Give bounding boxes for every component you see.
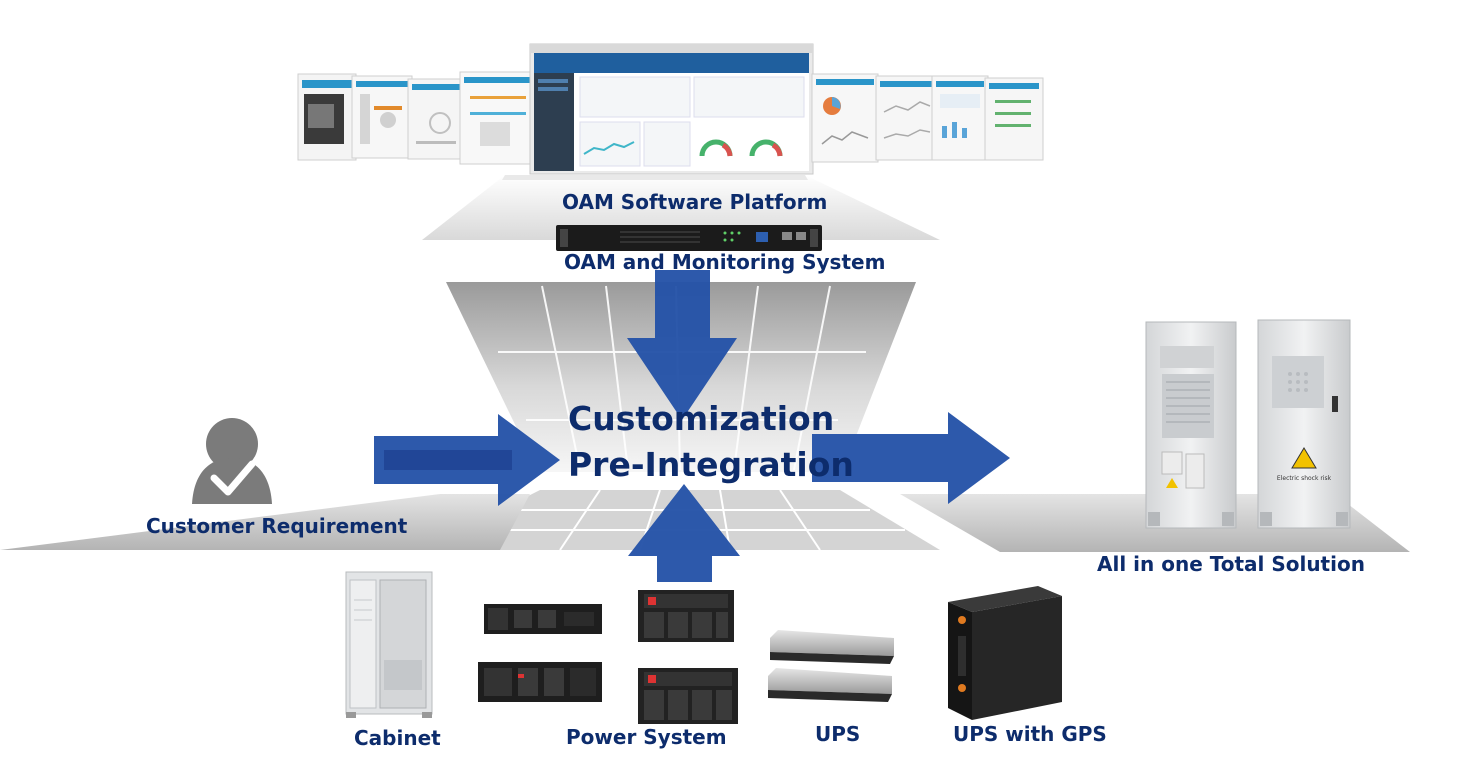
- label-oam-software-platform: OAM Software Platform: [562, 190, 828, 214]
- software-screens: [297, 43, 1044, 175]
- label-total-solution: All in one Total Solution: [1097, 552, 1365, 576]
- enclosure-left: [1145, 321, 1237, 529]
- arrow-right-output: [812, 412, 1010, 504]
- arrows: [374, 270, 1010, 582]
- ups-gps-image: [948, 586, 1062, 720]
- label-power-system: Power System: [566, 725, 727, 749]
- ups-images: [768, 630, 894, 702]
- arrow-up: [628, 484, 740, 582]
- enclosure-warning-text: Electric shock risk: [1277, 475, 1332, 482]
- monitoring-rack-unit: [556, 225, 822, 251]
- label-cabinet: Cabinet: [354, 726, 441, 750]
- left-platform: [0, 494, 530, 550]
- arrow-down: [627, 270, 737, 420]
- label-customer-requirement: Customer Requirement: [146, 514, 408, 538]
- title-pre-integration: Pre-Integration: [568, 445, 854, 484]
- enclosure-right: Electric shock risk: [1257, 319, 1351, 529]
- label-ups-with-gps: UPS with GPS: [953, 722, 1107, 746]
- label-oam-monitoring-system: OAM and Monitoring System: [564, 250, 886, 274]
- power-system-images: [478, 590, 738, 724]
- top-platform: [422, 175, 940, 240]
- title-customization: Customization: [568, 399, 835, 438]
- cabinet-image: [345, 571, 433, 718]
- label-ups: UPS: [815, 722, 861, 746]
- customer-icon: [192, 418, 272, 504]
